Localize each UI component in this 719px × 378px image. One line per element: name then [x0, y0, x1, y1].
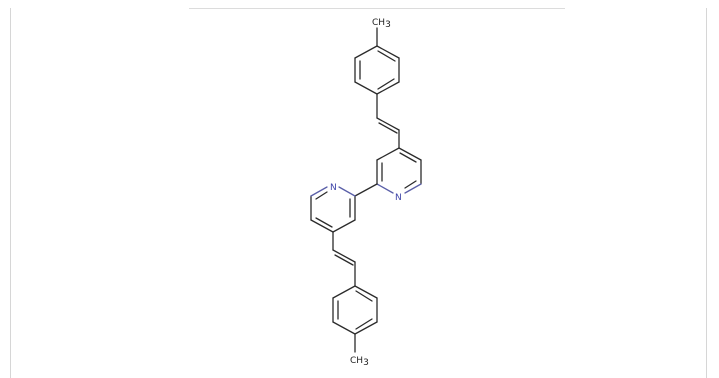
bond [355, 290, 373, 302]
bond [310, 219, 334, 233]
bond [376, 45, 400, 59]
top-tolyl-ring [354, 27, 400, 95]
bond [332, 219, 356, 233]
bond [398, 147, 422, 161]
bond [377, 50, 396, 62]
bond [315, 217, 333, 228]
upper-vinyl-linker [376, 93, 400, 149]
bond [332, 249, 356, 263]
upper-pyridine-ring [376, 147, 422, 194]
bond [376, 147, 400, 161]
methyl-top-label: CH3 [372, 18, 391, 30]
bond [332, 321, 356, 335]
bond [377, 78, 395, 90]
bond [354, 321, 378, 335]
bottom-tolyl-ring [332, 285, 378, 353]
bond [376, 117, 400, 131]
bond [404, 183, 422, 194]
bond [315, 191, 328, 200]
bond [332, 285, 356, 299]
bond [334, 254, 354, 266]
lower-pyridine-ring [310, 186, 356, 233]
panel-top-edge [189, 8, 565, 9]
bond [338, 186, 356, 197]
biaryl-bond [354, 183, 378, 197]
bond [404, 180, 417, 189]
bond [310, 186, 328, 197]
bond [378, 122, 398, 134]
bond [399, 152, 417, 163]
bond [355, 318, 373, 330]
bond [376, 183, 394, 194]
nitrogen-lower-ring-label: N [330, 183, 337, 193]
bond [354, 285, 378, 299]
methyl-bottom-label: CH3 [350, 356, 369, 368]
structure-panel [10, 8, 707, 378]
nitrogen-upper-ring-label: N [395, 193, 402, 203]
bond [354, 45, 378, 59]
bond [354, 81, 378, 95]
bond [376, 81, 400, 95]
lower-vinyl-linker [332, 231, 356, 287]
